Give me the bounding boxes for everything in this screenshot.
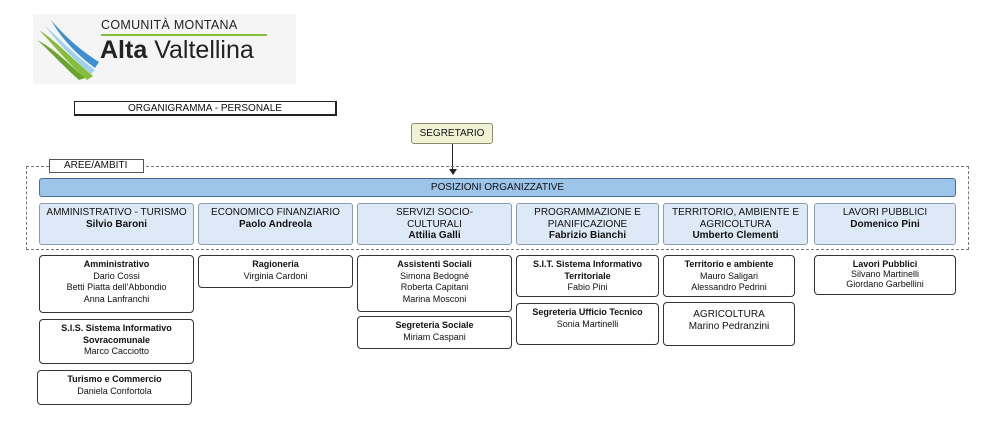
office-person: Daniela Confortola [77, 385, 152, 396]
area-programmazione: PROGRAMMAZIONE E PIANIFICAZIONE Fabrizio… [516, 203, 659, 245]
office-person: Giordano Garbellini [846, 279, 924, 289]
office-lavori-pubblici: Lavori Pubblici Silvano Martinelli Giord… [814, 255, 956, 295]
logo-name-rest: Valtellina [154, 36, 254, 64]
area-lavori-pubblici: LAVORI PUBBLICI Domenico Pini [814, 203, 956, 245]
office-title: S.I.S. Sistema Informativo [61, 323, 172, 333]
office-segreteria-sociale: Segreteria Sociale Miriam Caspani [357, 316, 512, 349]
office-title: Segreteria Ufficio Tecnico [532, 307, 643, 317]
office-assistenti-sociali: Assistenti Sociali Simona Bedognè Robert… [357, 255, 512, 312]
office-person: Marina Mosconi [402, 293, 467, 304]
office-amministrativo: Amministrativo Dario Cossi Betti Piatta … [39, 255, 194, 313]
office-segreteria-tecnico: Segreteria Ufficio Tecnico Sonia Martine… [516, 303, 659, 345]
logo-subtitle: COMUNITÀ MONTANA [101, 18, 238, 32]
office-person: Marino Pedranzini [688, 320, 770, 332]
area-name: LAVORI PUBBLICI [842, 207, 928, 218]
office-title: Lavori Pubblici [852, 259, 918, 269]
office-person: Virginia Cardoni [243, 270, 308, 281]
office-person: Silvano Martinelli [850, 269, 920, 279]
office-sis: S.I.S. Sistema Informativo Sovracomunale… [39, 319, 194, 364]
area-manager: Fabrizio Bianchi [548, 230, 627, 241]
office-ragioneria: Ragioneria Virginia Cardoni [198, 255, 353, 288]
office-person: Fabio Pini [567, 282, 608, 292]
office-turismo: Turismo e Commercio Daniela Confortola [37, 370, 192, 405]
positions-bar: POSIZIONI ORGANIZZATIVE [39, 178, 956, 197]
office-title: Territorio e ambiente [684, 259, 774, 269]
office-person: Simona Bedognè [399, 270, 470, 281]
area-name: PROGRAMMAZIONE E [534, 207, 641, 218]
area-territorio: TERRITORIO, AMBIENTE E AGRICOLTURA Umber… [663, 203, 808, 245]
arrow-down-icon [449, 169, 457, 175]
office-title: S.I.T. Sistema Informativo [532, 259, 643, 269]
logo-name-bold: Alta [100, 36, 148, 64]
area-manager: Paolo Andreola [239, 218, 312, 230]
area-name-line2: CULTURALI [407, 218, 462, 230]
office-person: Anna Lanfranchi [83, 293, 150, 304]
area-economico: ECONOMICO FINANZIARIO Paolo Andreola [198, 203, 353, 245]
office-person: Roberta Capitani [400, 282, 469, 292]
office-agricoltura: AGRICOLTURA Marino Pedranzini [663, 302, 795, 346]
area-manager: Umberto Clementi [692, 230, 779, 241]
office-title: Ragioneria [252, 259, 299, 269]
office-title: Amministrativo [83, 259, 150, 269]
area-name-line2: AGRICOLTURA [699, 218, 772, 230]
office-person: Miriam Caspani [403, 331, 466, 342]
office-title: AGRICOLTURA [693, 309, 765, 320]
secretary-node: SEGRETARIO [411, 123, 493, 144]
areas-label: AREE/AMBITI [49, 159, 144, 173]
office-territorio-ambiente: Territorio e ambiente Mauro Saligari Ale… [663, 255, 795, 297]
office-title-line2: Territoriale [564, 270, 611, 281]
area-name: ECONOMICO FINANZIARIO [211, 207, 340, 218]
office-title: Assistenti Sociali [397, 259, 472, 269]
office-person: Marco Cacciotto [83, 346, 150, 356]
area-name: AMMINISTRATIVO - TURISMO [46, 207, 187, 218]
area-manager: Silvio Baroni [85, 218, 148, 230]
office-title: Turismo e Commercio [67, 374, 162, 384]
area-manager: Domenico Pini [850, 218, 920, 230]
office-person: Mauro Saligari [699, 270, 759, 281]
logo-wordmark: Alta Valtellina [100, 35, 254, 65]
office-person: Sonia Martinelli [556, 318, 619, 329]
area-servizi: SERVIZI SOCIO- CULTURALI Attilia Galli [357, 203, 512, 245]
logo-divider [101, 34, 267, 36]
area-name: SERVIZI SOCIO- [395, 207, 474, 218]
office-person: Betti Piatta dell'Abbondio [66, 282, 167, 292]
area-name-line2: PIANIFICAZIONE [547, 218, 628, 230]
office-person: Alessandro Pedrini [691, 282, 767, 292]
office-title-line2: Sovracomunale [82, 334, 151, 345]
secretary-connector [452, 144, 453, 171]
office-person: Dario Cossi [93, 270, 140, 281]
areas-frame [26, 166, 969, 250]
area-name: TERRITORIO, AMBIENTE E [671, 207, 800, 218]
area-manager: Attilia Galli [408, 230, 461, 241]
page-title: ORGANIGRAMMA - PERSONALE [74, 101, 337, 116]
area-amministrativo: AMMINISTRATIVO - TURISMO Silvio Baroni [39, 203, 194, 245]
office-title: Segreteria Sociale [395, 320, 474, 330]
office-sit: S.I.T. Sistema Informativo Territoriale … [516, 255, 659, 297]
logo-emblem [37, 20, 99, 80]
